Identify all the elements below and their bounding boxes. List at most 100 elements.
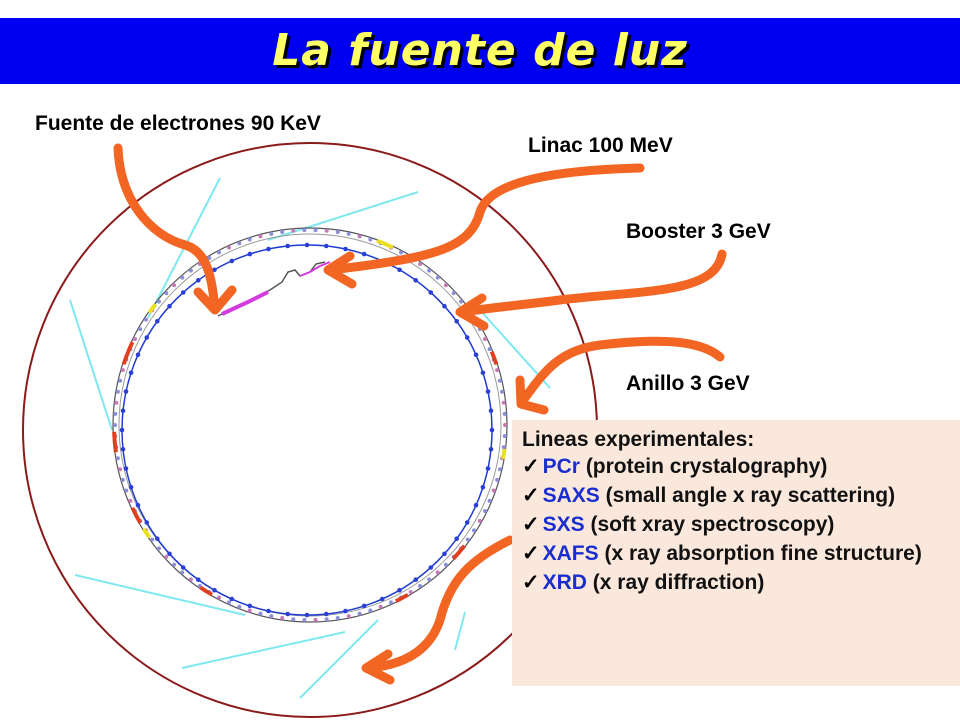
ring-magnet bbox=[172, 283, 177, 288]
ring-magnet bbox=[291, 617, 296, 622]
booster-ring bbox=[121, 244, 493, 616]
ring-magnet bbox=[280, 230, 285, 234]
ring-magnet bbox=[357, 611, 362, 616]
ring-magnet bbox=[120, 368, 125, 373]
booster-magnet bbox=[413, 577, 419, 582]
ring-magnet bbox=[114, 400, 119, 405]
booster-magnet bbox=[167, 303, 172, 309]
beamline bbox=[74, 574, 246, 616]
booster-magnet bbox=[473, 352, 479, 358]
ring-magnet bbox=[172, 562, 177, 567]
beamline-abbr: XRD bbox=[542, 571, 587, 594]
booster-magnet bbox=[304, 242, 310, 248]
ring-segment bbox=[395, 592, 410, 603]
ring-magnet bbox=[502, 434, 507, 439]
ring-magnet bbox=[389, 600, 393, 605]
ring-magnet bbox=[472, 528, 476, 533]
ring-magnet bbox=[113, 423, 117, 427]
booster-magnet bbox=[343, 608, 348, 614]
beamline-desc: (soft xray spectroscopy) bbox=[590, 513, 835, 536]
storage-ring bbox=[112, 227, 508, 623]
ring-magnet bbox=[227, 245, 231, 250]
ring-segment bbox=[199, 585, 213, 597]
booster-magnet bbox=[212, 267, 217, 273]
ring-magnet bbox=[302, 228, 307, 233]
booster-magnet bbox=[285, 243, 291, 249]
beamline bbox=[267, 191, 419, 241]
ring-magnet bbox=[247, 237, 252, 242]
booster-magnet bbox=[485, 466, 491, 471]
beamline-desc: (protein crystalography) bbox=[585, 455, 828, 478]
booster-magnet bbox=[397, 587, 402, 593]
ring-segment bbox=[142, 527, 152, 539]
ring-magnet bbox=[180, 570, 185, 575]
ring-segment bbox=[121, 341, 135, 366]
booster-magnet bbox=[343, 246, 348, 252]
booster-magnet bbox=[488, 447, 494, 452]
ring-segment bbox=[501, 448, 507, 460]
ring-segment bbox=[489, 350, 499, 366]
beamlines bbox=[69, 177, 551, 699]
ring-magnet bbox=[443, 283, 448, 288]
ring-magnet bbox=[313, 228, 318, 233]
ring-magnet bbox=[368, 608, 373, 613]
booster-magnet bbox=[247, 603, 253, 609]
booster-magnet bbox=[196, 278, 201, 283]
booster-magnet bbox=[324, 611, 329, 617]
ring-magnet bbox=[418, 262, 423, 266]
ring-label: Anillo 3 GeV bbox=[626, 372, 750, 395]
ring-magnet bbox=[207, 256, 212, 260]
booster-label: Booster 3 GeV bbox=[626, 220, 771, 243]
ring-magnet bbox=[157, 299, 161, 304]
checkmark-icon: ✓ bbox=[522, 542, 540, 565]
booster-magnet bbox=[454, 536, 460, 541]
beamline bbox=[69, 299, 113, 431]
booster-magnet bbox=[361, 251, 367, 257]
booster-magnet bbox=[123, 389, 129, 394]
booster-magnet bbox=[454, 319, 460, 324]
booster-magnet bbox=[428, 290, 434, 295]
ring-magnet bbox=[399, 250, 403, 255]
ring-magnet bbox=[335, 616, 340, 620]
arrow-icon bbox=[457, 249, 727, 317]
ring-magnet bbox=[269, 231, 274, 236]
ring-magnet bbox=[435, 570, 440, 575]
booster-magnet bbox=[266, 608, 271, 614]
ring-magnet bbox=[477, 518, 482, 523]
beamline-item-xafs: ✓XAFS (x ray absorption fine structure) bbox=[522, 541, 950, 567]
beamline bbox=[299, 619, 379, 699]
booster-magnet bbox=[413, 278, 419, 283]
booster-magnet bbox=[361, 603, 367, 609]
ring-magnet bbox=[491, 488, 496, 493]
booster-magnet bbox=[119, 427, 125, 433]
ring-magnet bbox=[113, 411, 118, 416]
ring-segment bbox=[376, 238, 394, 250]
ring-magnet bbox=[368, 237, 373, 242]
arrow-icon bbox=[113, 143, 220, 313]
ring-magnet bbox=[313, 617, 318, 622]
booster-magnet bbox=[155, 536, 160, 541]
ring-magnet bbox=[487, 347, 492, 352]
ring-segment bbox=[147, 303, 158, 314]
ring-magnet bbox=[503, 423, 507, 427]
ring-magnet bbox=[324, 617, 329, 622]
beamline-item-xrd: ✓XRD (x ray diffraction) bbox=[522, 570, 950, 596]
arrow-icon bbox=[323, 251, 357, 289]
ring-magnet bbox=[378, 604, 383, 609]
checkmark-icon: ✓ bbox=[522, 455, 540, 478]
booster-magnet bbox=[324, 243, 329, 249]
ring-magnet bbox=[180, 275, 185, 280]
beamline-abbr: SXS bbox=[542, 513, 585, 536]
booster-magnet bbox=[266, 246, 271, 252]
ring-magnet bbox=[495, 368, 500, 373]
beamline-abbr: PCr bbox=[542, 455, 580, 478]
booster-magnet bbox=[285, 611, 291, 617]
beamline-item-saxs: ✓SAXS (small angle x ray scattering) bbox=[522, 483, 950, 509]
ring-magnet bbox=[157, 546, 161, 551]
booster-magnet bbox=[128, 484, 134, 490]
beamline bbox=[454, 611, 466, 651]
booster-magnet bbox=[442, 303, 447, 309]
beamline-desc: (small angle x ray scattering) bbox=[605, 484, 896, 507]
linac-label: Linac 100 MeV bbox=[528, 134, 673, 157]
